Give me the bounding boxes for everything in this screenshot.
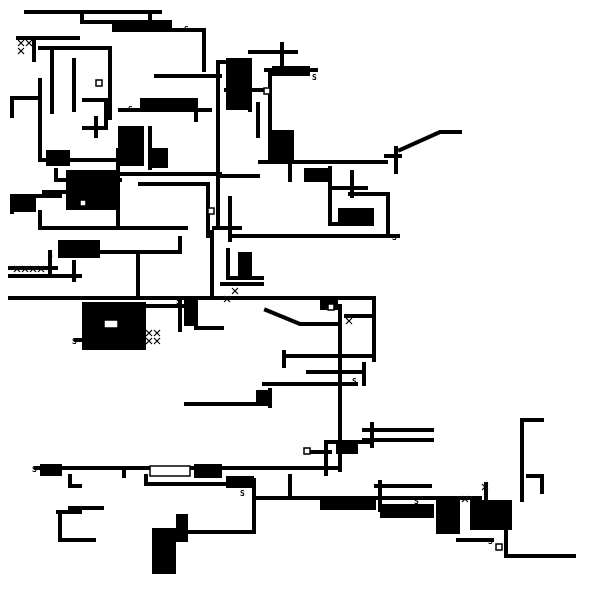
- corridor: [8, 266, 82, 278]
- corridor: [68, 468, 228, 510]
- cross-tile: [145, 329, 161, 345]
- corridor: [154, 42, 298, 78]
- node-tile: [495, 543, 503, 551]
- node-tile: [149, 465, 191, 477]
- corridor: [10, 78, 122, 162]
- marker-s: S: [72, 273, 77, 282]
- room-block: [58, 240, 100, 258]
- corridor-network: [8, 10, 576, 558]
- marker-s: S: [176, 297, 181, 306]
- room-block: [436, 498, 460, 534]
- room-block: [304, 168, 330, 182]
- hollow-nodes: [79, 79, 503, 551]
- corridor: [384, 130, 462, 174]
- corridor: [8, 296, 376, 362]
- node-tile: [327, 303, 335, 311]
- room-block: [140, 98, 196, 110]
- marker-s: S: [240, 489, 245, 498]
- corridor: [16, 36, 112, 120]
- room-block: [10, 194, 36, 212]
- node-tile: [95, 79, 103, 87]
- room-block: [338, 208, 374, 226]
- corridor: [362, 422, 434, 448]
- node-tile: [263, 87, 271, 95]
- room-block: [176, 514, 188, 542]
- room-block: [226, 476, 254, 488]
- node-tile: [303, 447, 311, 455]
- corridor: [118, 172, 222, 238]
- marker-s: S: [312, 73, 317, 82]
- room-block: [66, 170, 120, 210]
- room-block: [226, 58, 252, 110]
- marker-s: S: [128, 105, 133, 114]
- wall-blocks: [10, 20, 512, 574]
- room-block: [272, 66, 310, 76]
- room-block: [112, 20, 172, 32]
- marker-s: S: [184, 25, 189, 34]
- marker-s: S: [488, 537, 493, 546]
- corridor: [258, 160, 388, 182]
- room-block: [184, 300, 198, 326]
- cross-tiles: [13, 39, 489, 503]
- marker-s: S: [352, 377, 357, 386]
- node-tile: [103, 319, 119, 329]
- room-block: [238, 252, 252, 278]
- marker-s: S: [392, 233, 397, 242]
- room-block: [118, 126, 144, 166]
- room-block: [256, 390, 272, 404]
- marker-s: S: [32, 465, 37, 474]
- node-tile: [79, 199, 87, 207]
- corridor: [48, 236, 182, 296]
- marker-s: S: [414, 497, 419, 506]
- room-block: [152, 528, 176, 574]
- cross-tile: [345, 317, 489, 503]
- corridor: [520, 418, 544, 502]
- room-block: [46, 150, 70, 166]
- room-block: [470, 500, 512, 530]
- corridor: [228, 192, 400, 238]
- cross-tile: [17, 39, 33, 55]
- corridor: [210, 230, 264, 298]
- room-block: [40, 464, 62, 476]
- room-block: [320, 498, 376, 510]
- marker-labels: S S S S S S S S S S S S S: [32, 25, 493, 546]
- room-block: [194, 464, 222, 478]
- room-block: [152, 148, 168, 168]
- corridor: [82, 98, 108, 138]
- corridor: [282, 350, 376, 386]
- cross-tile: [223, 287, 239, 303]
- room-block: [336, 444, 358, 454]
- cross-tile: [13, 265, 45, 273]
- node-tile: [207, 207, 215, 215]
- room-block: [380, 504, 434, 518]
- corridor: [212, 174, 260, 242]
- room-block: [272, 130, 294, 160]
- marker-s: S: [48, 251, 53, 260]
- marker-s: S: [72, 337, 77, 346]
